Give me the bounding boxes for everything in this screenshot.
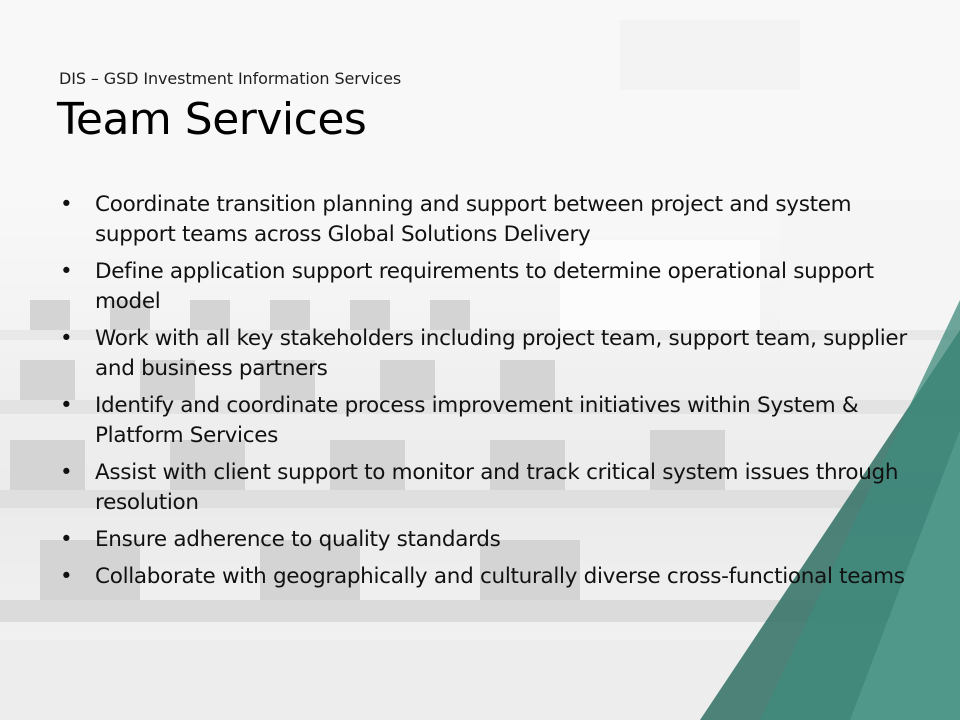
slide-title: Team Services — [57, 94, 367, 145]
bullet-glyph: • — [60, 564, 73, 589]
bullet-text: Define application support requirements … — [95, 259, 874, 314]
bullet-glyph: • — [60, 527, 73, 552]
bullet-glyph: • — [60, 393, 73, 418]
bullet-text: Collaborate with geographically and cult… — [95, 564, 905, 589]
bullet-glyph: • — [60, 460, 73, 485]
bullet-glyph: • — [60, 326, 73, 351]
bullet-text: Identify and coordinate process improvem… — [95, 393, 859, 448]
bullet-item: • Collaborate with geographically and cu… — [60, 562, 910, 592]
slide-subtitle: DIS – GSD Investment Information Service… — [59, 69, 402, 88]
bullet-item: • Work with all key stakeholders includi… — [60, 324, 910, 384]
bullet-glyph: • — [60, 192, 73, 217]
bullet-text: Assist with client support to monitor an… — [95, 460, 899, 515]
bullet-item: • Identify and coordinate process improv… — [60, 391, 910, 451]
bullet-glyph: • — [60, 259, 73, 284]
bullet-item: • Coordinate transition planning and sup… — [60, 190, 910, 250]
bullet-text: Coordinate transition planning and suppo… — [95, 192, 852, 247]
bullet-list: • Coordinate transition planning and sup… — [60, 190, 910, 599]
bullet-item: • Assist with client support to monitor … — [60, 458, 910, 518]
bullet-text: Work with all key stakeholders including… — [95, 326, 907, 381]
bullet-item: • Define application support requirement… — [60, 257, 910, 317]
bullet-text: Ensure adherence to quality standards — [95, 527, 501, 552]
bullet-item: • Ensure adherence to quality standards — [60, 525, 910, 555]
